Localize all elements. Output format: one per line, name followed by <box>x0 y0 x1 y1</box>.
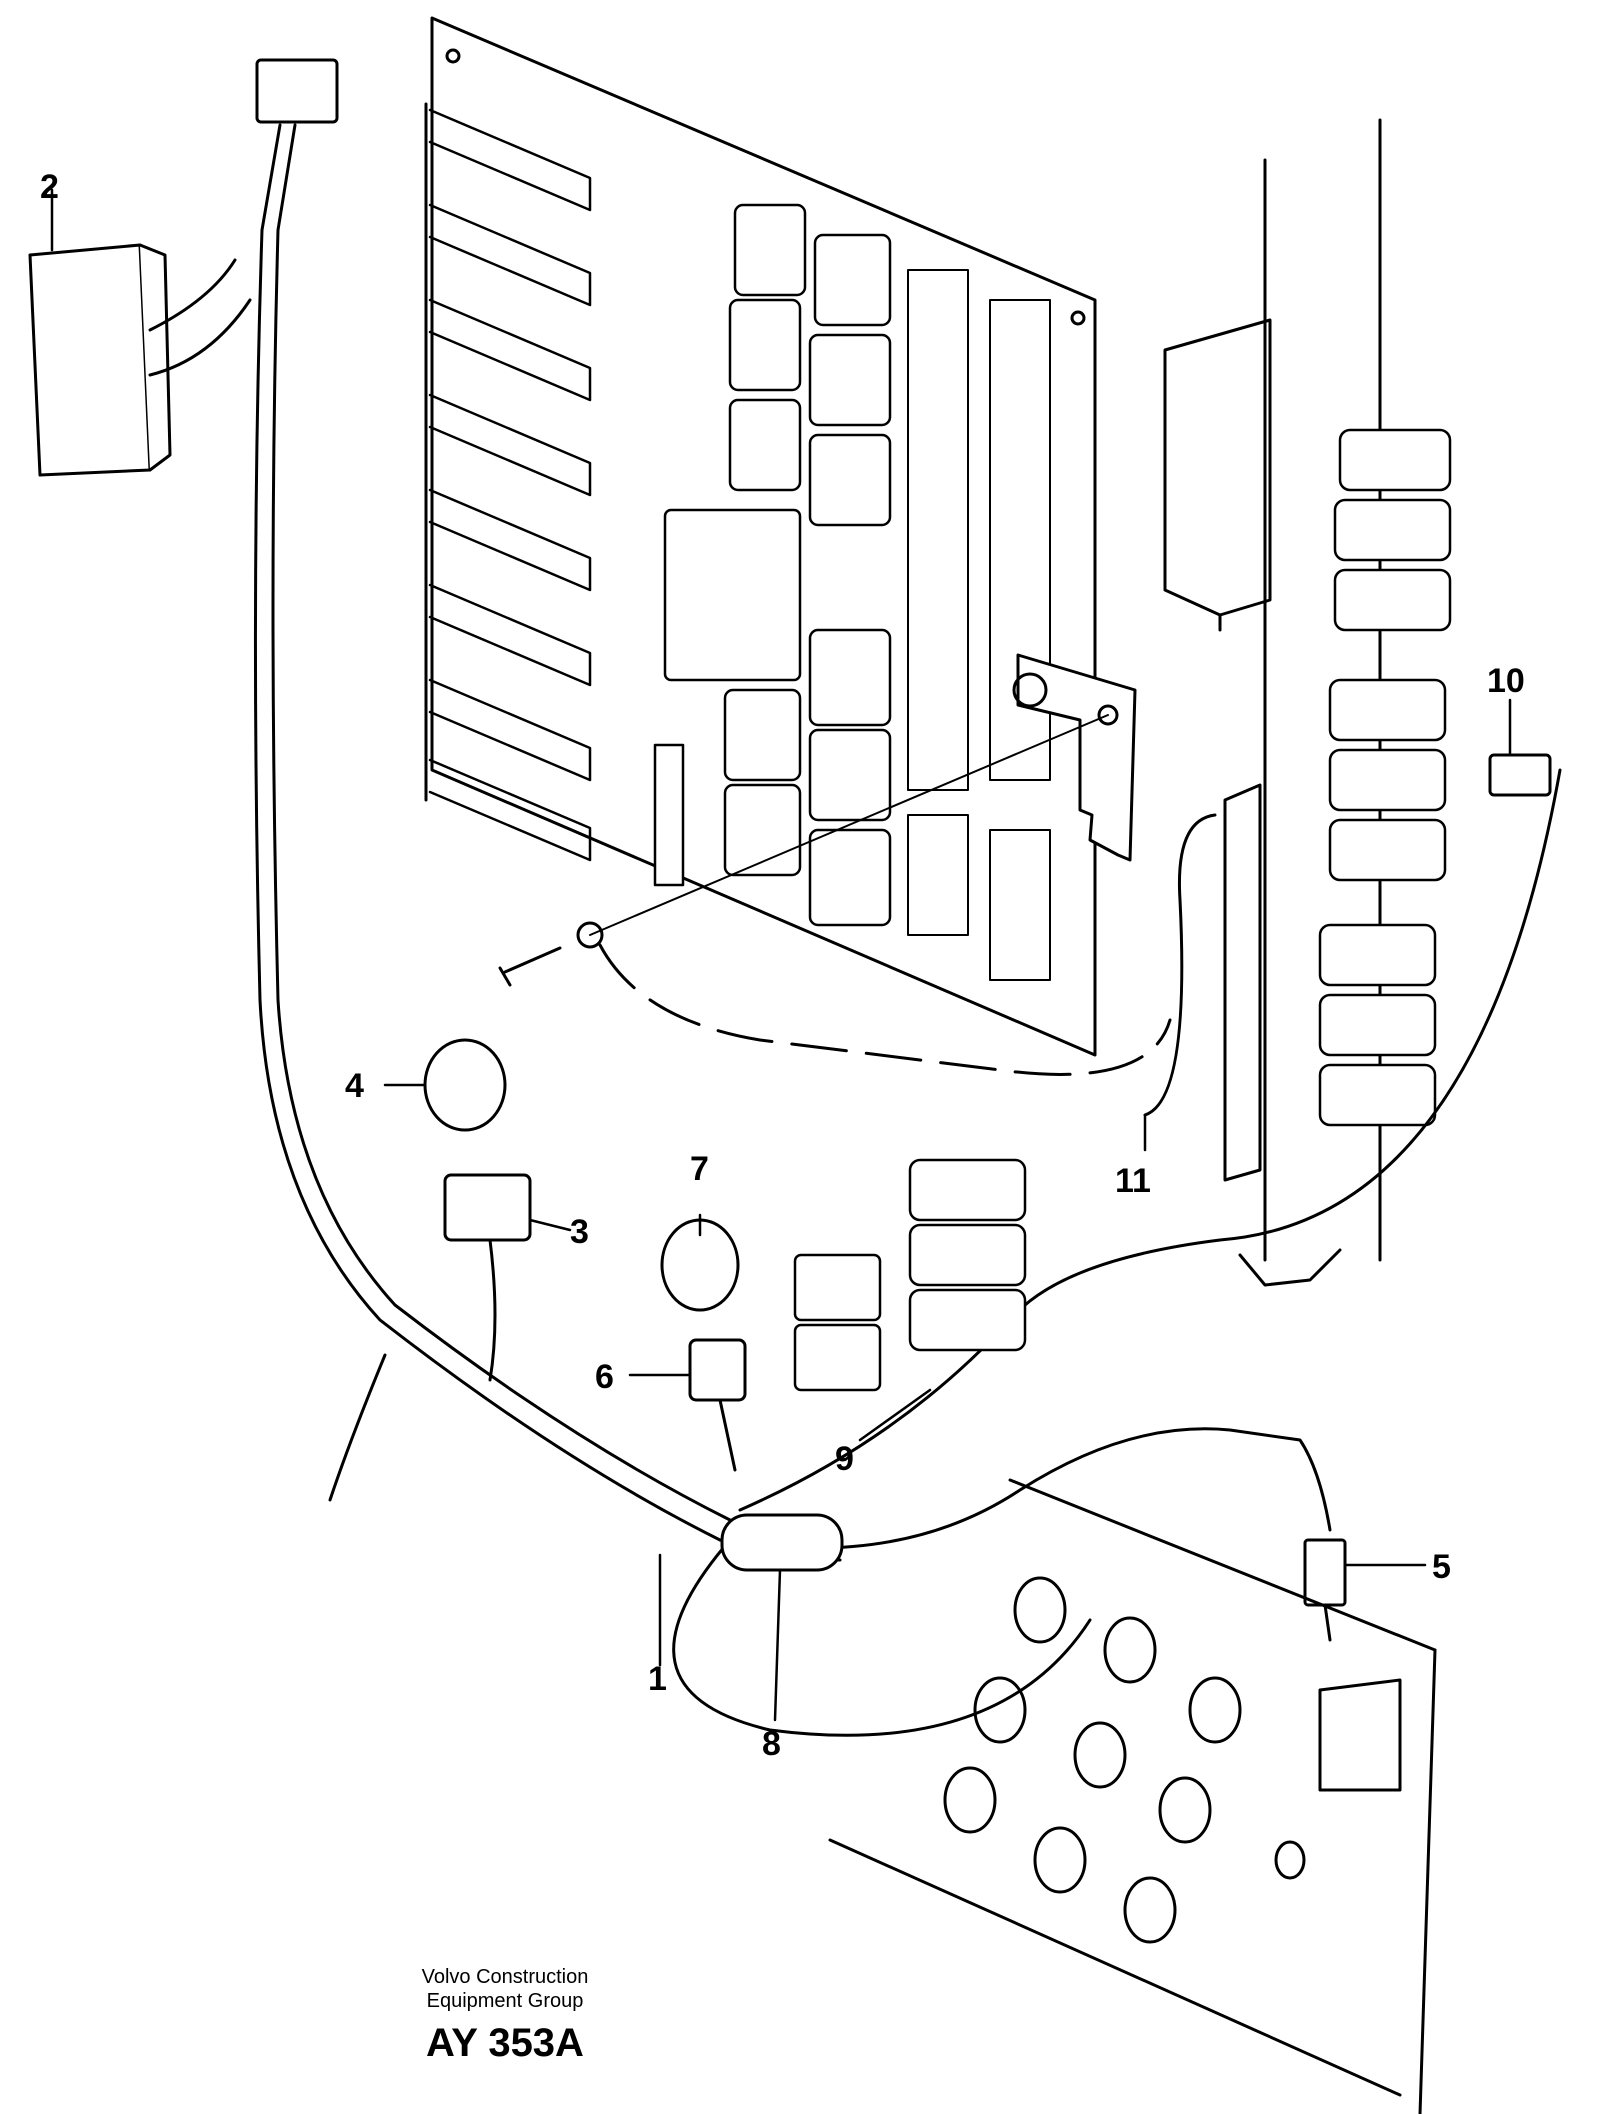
callout-4: 4 <box>345 1067 364 1105</box>
callout-5: 5 <box>1432 1548 1451 1586</box>
cab-panel <box>1163 118 1452 1287</box>
callout-3: 3 <box>570 1213 589 1251</box>
callout-8: 8 <box>762 1725 781 1763</box>
callout-9: 9 <box>835 1440 854 1478</box>
relay-board <box>424 16 1137 1057</box>
callout-labels: 1 2 3 4 5 6 7 8 9 10 11 <box>40 168 1525 1763</box>
caption-company-line2: Equipment Group <box>426 1990 584 2012</box>
wiring-harness <box>28 58 1562 1737</box>
callout-6: 6 <box>595 1358 614 1396</box>
callout-2: 2 <box>40 168 59 206</box>
caption-company-line1: Volvo Construction <box>421 1966 589 1988</box>
ground-screw <box>498 714 1172 1076</box>
instrument-panel <box>828 1478 1437 2114</box>
figure-caption: Volvo Construction Equipment Group AY 35… <box>355 1965 655 2066</box>
figure-code: AY 353A <box>426 2021 584 2065</box>
callout-1: 1 <box>648 1660 667 1698</box>
callout-10: 10 <box>1487 662 1525 700</box>
callout-7: 7 <box>690 1150 709 1188</box>
leader-lines <box>50 188 1512 1722</box>
callout-11: 11 <box>1115 1162 1151 1200</box>
